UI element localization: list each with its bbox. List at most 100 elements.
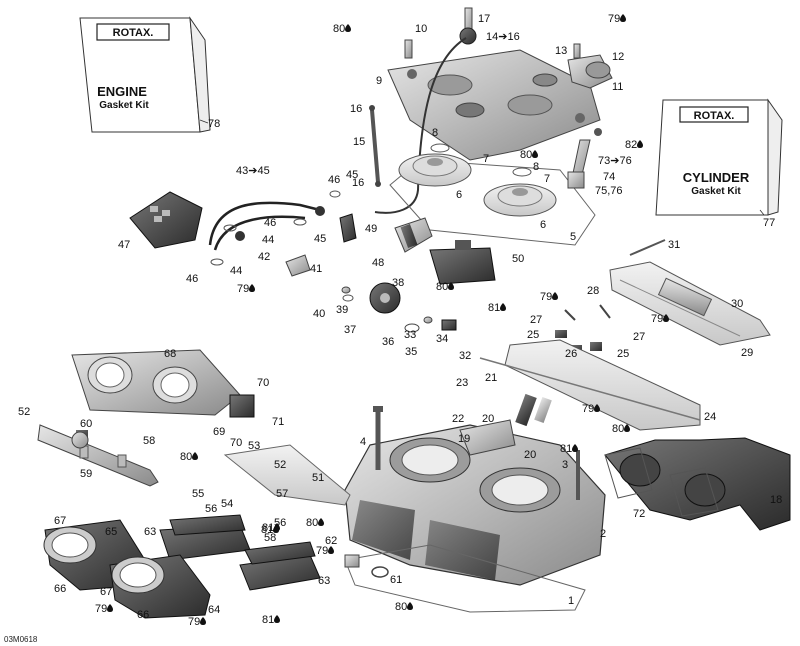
thermostat-housing — [567, 43, 613, 89]
callout-label: 80 — [306, 517, 318, 529]
callout-label: 48 — [372, 257, 384, 269]
cylinder-gasket-kit: ROTAX. CYLINDER Gasket Kit 77 — [655, 98, 783, 229]
callout-label: 3 — [562, 459, 568, 471]
callout-label: 67 — [100, 586, 112, 598]
callout-label: 61 — [390, 574, 402, 586]
callout-label: 73➔76 — [598, 155, 632, 167]
callout-label: 80 — [180, 451, 192, 463]
callout-label: 79 — [237, 283, 249, 295]
callout-label: 80 — [520, 149, 532, 161]
callout-label: 6 — [456, 189, 462, 201]
callout-label: 54 — [221, 498, 233, 510]
callout-label: 19 — [458, 433, 470, 445]
callout-label: 66 — [137, 609, 149, 621]
callout-label: 14➔16 — [486, 31, 520, 43]
lubricant-drop-icon — [448, 282, 454, 290]
callout: 77 — [763, 217, 775, 229]
callout-label: 25 — [617, 348, 629, 360]
callout-label: 57 — [276, 488, 288, 500]
callout-label: 10 — [415, 23, 427, 35]
callout: 78 — [208, 118, 220, 130]
callout-label: 81 — [488, 302, 500, 314]
callout-label: 79 — [608, 13, 620, 25]
callout-label: 27 — [633, 331, 645, 343]
throttle-body — [71, 349, 255, 418]
callout-label: 71 — [272, 416, 284, 428]
callout-label: 43➔45 — [236, 165, 270, 177]
lubricant-drop-icon — [552, 292, 558, 300]
callout-label: 30 — [731, 298, 743, 310]
engine-kit-title: ENGINE — [97, 84, 147, 99]
callout-label: 20 — [524, 449, 536, 461]
lubricant-drop-icon — [594, 404, 600, 412]
callout-label: 63 — [144, 526, 156, 538]
callout-label: 34 — [436, 333, 448, 345]
coolant-elbow — [567, 128, 602, 189]
callout-label: 46 — [264, 217, 276, 229]
callout-label: 26 — [565, 348, 577, 360]
engine-kit-subtitle: Gasket Kit — [99, 100, 149, 111]
callout-label: 65 — [105, 526, 117, 538]
lubricant-drop-icon — [500, 303, 506, 311]
callout-label: 79 — [651, 313, 663, 325]
callout-label: 31 — [668, 239, 680, 251]
callout-label: 79 — [188, 616, 200, 628]
callout-label: 40 — [313, 308, 325, 320]
oil-pump-parts — [459, 393, 552, 456]
callout-label: 56 — [205, 503, 217, 515]
callout-label: 58 — [264, 532, 276, 544]
callout-label: 60 — [80, 418, 92, 430]
cylinder-kit-brand: ROTAX. — [694, 110, 735, 122]
callout-label: 53 — [248, 440, 260, 452]
lubricant-drop-icon — [407, 602, 413, 610]
callout-label: 81 — [560, 443, 572, 455]
lubricant-drop-icon — [637, 140, 643, 148]
lubricant-drop-icon — [532, 150, 538, 158]
callout-label: 55 — [192, 488, 204, 500]
callout-label: 16 — [350, 103, 362, 115]
callout-label: 39 — [336, 304, 348, 316]
callout-label: 80 — [333, 23, 345, 35]
callout-label: 37 — [344, 324, 356, 336]
reed-valves — [159, 514, 321, 591]
engine-kit-brand: ROTAX. — [113, 27, 154, 39]
callout-label: 42 — [258, 251, 270, 263]
callout-label: 82 — [625, 139, 637, 151]
callout-label: 70 — [230, 437, 242, 449]
callout-label: 79 — [540, 291, 552, 303]
callout-label: 23 — [456, 377, 468, 389]
lubricant-drop-icon — [107, 604, 113, 612]
callout-label: 6 — [540, 219, 546, 231]
combustion-domes — [389, 143, 596, 246]
callout-label: 58 — [143, 435, 155, 447]
rotary-valve-group — [341, 282, 457, 333]
spark-plug-cover — [129, 191, 203, 249]
lubricant-drop-icon — [663, 314, 669, 322]
stud — [370, 109, 380, 183]
callout-label: 64 — [208, 604, 220, 616]
callout-label: 22 — [452, 413, 464, 425]
callout-label: 18 — [770, 494, 782, 506]
callout-label: 62 — [325, 535, 337, 547]
callout-label: 33 — [404, 329, 416, 341]
cylinder-head-cover — [387, 49, 601, 161]
callout-label: 41 — [310, 263, 322, 275]
callout-label: 27 — [530, 314, 542, 326]
sensors-and-module — [285, 213, 496, 285]
rotax-logo-box — [679, 106, 749, 123]
lubricant-drop-icon — [620, 14, 626, 22]
callout-label: 5 — [570, 231, 576, 243]
callout-label: 15 — [353, 136, 365, 148]
callout-label: 81 — [261, 524, 273, 536]
callout-label: 67 — [54, 515, 66, 527]
engine-gasket-kit: ROTAX. ENGINE Gasket Kit 78 — [79, 16, 220, 133]
callout-label: 28 — [587, 285, 599, 297]
callout-label: 16 — [352, 177, 364, 189]
callout-label: 66 — [54, 583, 66, 595]
callout-label: 45 — [346, 169, 358, 181]
intake-manifolds — [43, 519, 211, 619]
callout-label: 7 — [483, 153, 489, 165]
cylinder-kit-subtitle: Gasket Kit — [691, 186, 741, 197]
callout-label: 36 — [382, 336, 394, 348]
